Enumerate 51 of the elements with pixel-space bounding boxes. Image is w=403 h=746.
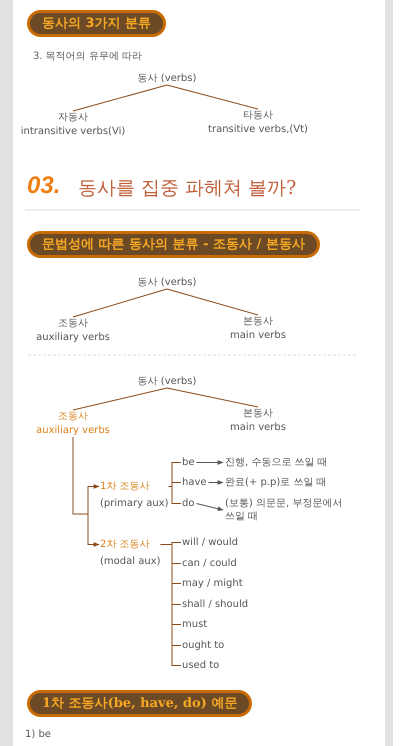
category-gloss: intransitive verbs(Vi) <box>20 125 126 138</box>
category-gloss: (modal aux) <box>100 555 160 568</box>
tree-line <box>168 486 182 504</box>
verb-term: will / would <box>182 536 238 549</box>
category-term: 타동사 <box>242 109 274 122</box>
tree-line <box>72 288 168 318</box>
section-number: 03. <box>27 172 60 200</box>
category-term: 1차 조동사 <box>100 480 151 493</box>
verb-term: ought to <box>182 639 224 652</box>
verb-term: shall / should <box>182 598 248 611</box>
verb-term: can / could <box>182 557 237 570</box>
verb-term: be <box>182 456 194 469</box>
tree-line <box>166 288 258 316</box>
verb-term: may / might <box>182 577 243 590</box>
category-term: 본동사 <box>242 407 274 420</box>
tree-line <box>166 84 258 110</box>
tree-line <box>160 544 182 666</box>
category-term: 동사 (verbs) <box>138 375 196 388</box>
category-term: 조동사 <box>57 317 89 330</box>
usage-note: 완료(+ p.p)로 쓰일 때 <box>225 476 327 489</box>
category-term: 본동사 <box>242 315 274 328</box>
category-term: 자동사 <box>57 111 89 124</box>
subsection-label: 3. 목적어의 유무에 따라 <box>33 50 142 63</box>
verb-term: must <box>182 618 208 631</box>
verb-term: have <box>182 476 207 489</box>
usage-note: 진행, 수동으로 쓰일 때 <box>225 456 328 469</box>
category-term: 동사 (verbs) <box>138 72 196 85</box>
tree-line <box>72 84 168 112</box>
example-label: 1) be <box>25 729 51 740</box>
category-gloss: transitive verbs,(Vt) <box>208 123 308 136</box>
section-heading: 1차 조동사(be, have, do) 예문 <box>27 690 252 717</box>
category-gloss: main verbs <box>230 421 286 434</box>
verb-term: used to <box>182 659 220 672</box>
section-title: 동사를 집중 파헤쳐 볼까? <box>78 176 296 201</box>
category-gloss: main verbs <box>230 329 286 342</box>
arrow <box>196 503 224 512</box>
category-term: 2차 조동사 <box>100 538 151 551</box>
tree-line <box>166 388 258 408</box>
verb-term: do <box>182 497 194 510</box>
tree-line <box>72 388 168 410</box>
usage-note: (보통) 의문문, 부정문에서 쓰일 때 <box>225 497 344 523</box>
category-term: 동사 (verbs) <box>138 276 196 289</box>
category-gloss: auxiliary verbs <box>36 331 110 344</box>
category-term: 조동사 <box>57 410 89 423</box>
arrow <box>196 460 224 465</box>
section-heading: 문법성에 따른 동사의 분류 - 조동사 / 본동사 <box>27 231 320 258</box>
category-gloss: auxiliary verbs <box>36 424 110 437</box>
category-gloss: (primary aux) <box>100 497 169 510</box>
arrow <box>208 480 224 485</box>
section-heading: 동사의 3가지 분류 <box>27 10 166 37</box>
arrow <box>72 436 100 547</box>
